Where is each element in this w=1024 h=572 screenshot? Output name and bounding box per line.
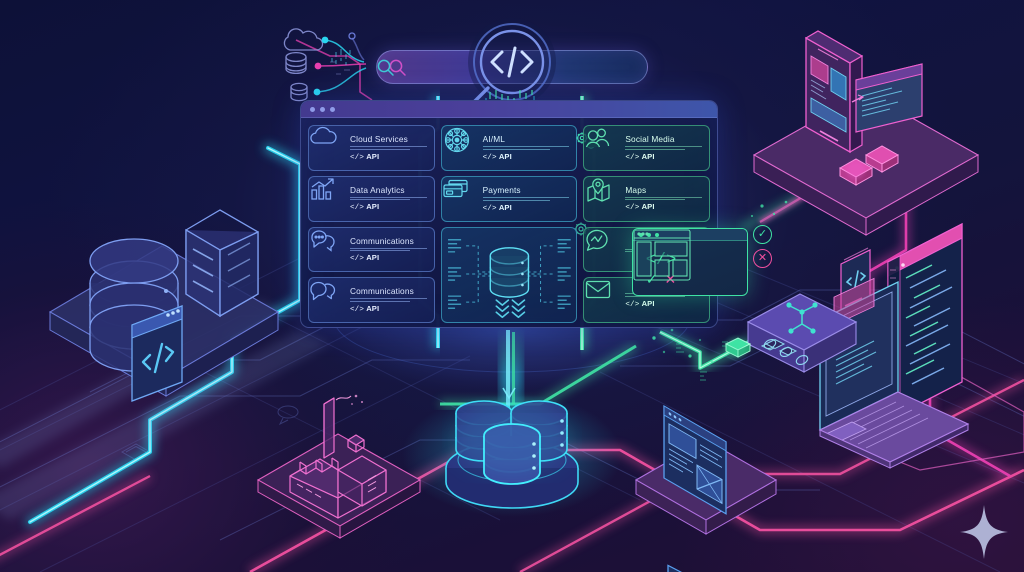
api-card-communications-1[interactable]: Communications </> API: [308, 226, 435, 273]
search-bar-container: [376, 50, 648, 84]
brain-circuit-icon: [444, 127, 478, 163]
bar-chart-icon: [311, 178, 345, 214]
api-tag: </> API: [625, 298, 655, 309]
card-title: Social Media: [625, 134, 675, 145]
window-dot-minimize[interactable]: [647, 232, 651, 237]
card-rules: [482, 146, 570, 150]
cloud-icon: [283, 28, 324, 51]
api-tag: </> API: [482, 202, 512, 213]
browser-preview-mockup: [633, 229, 691, 281]
api-tag: </> API: [482, 151, 512, 162]
chat-bubbles-icon: [310, 282, 345, 315]
api-card-communications-2[interactable]: Communications </> API: [308, 277, 435, 323]
card-title: AI/ML: [482, 134, 506, 145]
card-rules: [625, 146, 702, 150]
status-badge-success[interactable]: ✓: [753, 225, 772, 244]
search-icon[interactable]: [388, 58, 408, 78]
window-dot-maximize[interactable]: [655, 232, 659, 237]
card-rules: [350, 146, 427, 150]
api-tag: </> API: [625, 202, 655, 213]
api-card-social-media[interactable]: Social Media </> API: [583, 125, 710, 171]
card-text: Data Analytics </> API: [350, 184, 427, 213]
chat-dots-icon: [311, 229, 345, 264]
search-input[interactable]: [376, 50, 648, 84]
card-text: Cloud Services </> API: [350, 134, 427, 162]
card-text: Payments </> API: [482, 185, 570, 213]
api-card-maps[interactable]: Maps </> API: [583, 175, 710, 222]
card-rules: [482, 197, 570, 201]
api-tag: </> API: [350, 151, 380, 162]
card-title: Communications: [350, 286, 414, 297]
window-dot-minimize[interactable]: [320, 106, 325, 112]
database-schema-diagram-card[interactable]: [440, 227, 578, 323]
database-schema-diagram: [447, 239, 571, 319]
api-tag: </> API: [350, 202, 380, 213]
sparkle-decoration: [960, 505, 1008, 559]
card-title: Cloud Services: [350, 134, 408, 145]
api-card-cloud-services[interactable]: Cloud Services </> API: [308, 125, 435, 171]
code-window-body: </> ✓ ✕: [633, 229, 747, 295]
card-title: Payments: [482, 185, 521, 196]
card-text: Social Media </> API: [625, 134, 702, 162]
validation-marks: ✓ ✕: [646, 272, 676, 286]
card-text: Communications </> API: [350, 286, 427, 314]
column-cyan: AI/ML </> API: [440, 125, 596, 323]
status-badge-error[interactable]: ✕: [753, 249, 772, 268]
api-tag: </> API: [625, 151, 655, 162]
card-title: Maps: [625, 184, 647, 195]
card-rules: [350, 196, 427, 201]
window-dot-maximize[interactable]: [330, 106, 335, 112]
window-dot-close[interactable]: [310, 106, 315, 112]
card-rules: [625, 196, 702, 201]
chat-activity-icon: [586, 229, 620, 264]
api-card-payments[interactable]: Payments </> API: [440, 176, 590, 236]
window-dot-close[interactable]: [639, 232, 643, 237]
card-text: Maps </> API: [625, 184, 702, 213]
map-pin-icon: [587, 178, 620, 214]
card-title: Data Analytics: [350, 184, 405, 195]
api-tag: </> API: [350, 303, 380, 314]
api-tag: </> API: [350, 253, 380, 264]
cross-icon: ✕: [664, 271, 677, 287]
users-icon: [586, 128, 620, 163]
check-icon: ✓: [645, 271, 658, 287]
card-title: Communications: [350, 235, 414, 246]
code-validation-window[interactable]: </> ✓ ✕: [632, 228, 748, 296]
credit-cards-icon: [443, 179, 478, 214]
api-card-ai-ml[interactable]: AI/ML </> API: [440, 125, 596, 171]
card-text: AI/ML </> API: [482, 134, 570, 162]
api-card-data-analytics[interactable]: Data Analytics </> API: [308, 175, 435, 222]
column-blue: Cloud Services </> API: [308, 125, 435, 323]
card-text: Communications </> API: [350, 235, 427, 264]
cloud-icon: [310, 126, 345, 163]
search-icon[interactable]: [376, 58, 396, 78]
panel-body: Cloud Services </> API: [301, 118, 717, 327]
card-rules: [350, 247, 427, 252]
card-rules: [350, 298, 427, 302]
envelope-icon: [586, 281, 620, 315]
panel-title-bar: [301, 101, 717, 118]
